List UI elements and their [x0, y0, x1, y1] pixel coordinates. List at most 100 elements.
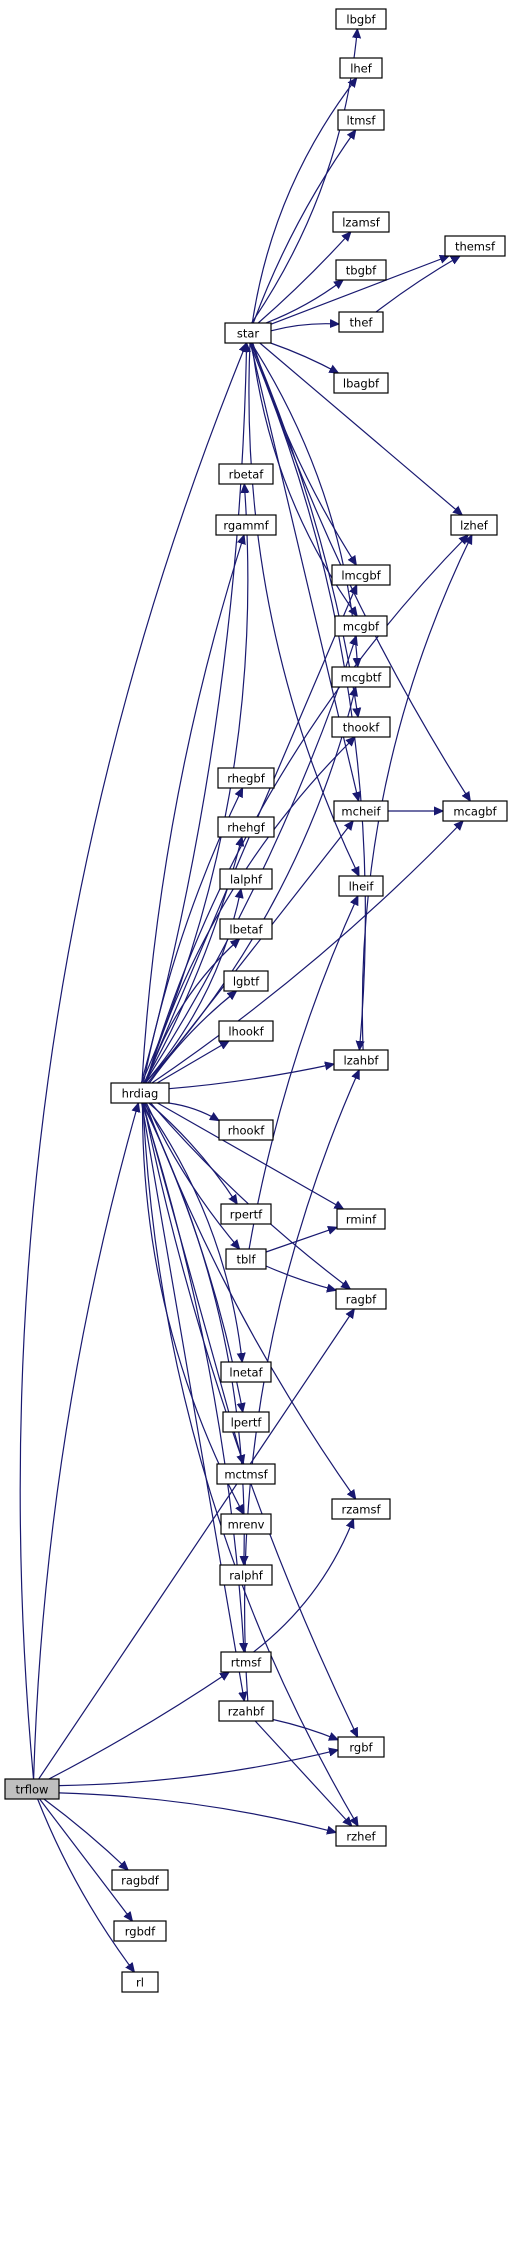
node-lheif-box	[338, 875, 384, 897]
node-tblf[interactable]: tblf	[225, 1248, 267, 1270]
node-lpertf[interactable]: lpertf	[222, 1411, 270, 1433]
node-rzahbf[interactable]: rzahbf	[218, 1700, 274, 1722]
node-lalphf[interactable]: lalphf	[219, 868, 273, 890]
node-lgbtf[interactable]: lgbtf	[223, 970, 269, 992]
edge-hrdiag-to-rgammf	[141, 535, 244, 1084]
node-rzhef-box	[335, 1825, 387, 1847]
node-ragbf[interactable]: ragbf	[335, 1288, 387, 1310]
node-lbagbf-label: lbagbf	[343, 377, 380, 391]
node-lhef-box	[339, 57, 383, 79]
node-lnetaf[interactable]: lnetaf	[220, 1361, 272, 1383]
node-rhegbf[interactable]: rhegbf	[217, 767, 275, 789]
edge-star-to-lheif	[248, 342, 360, 876]
node-tbgbf[interactable]: tbgbf	[335, 259, 387, 281]
node-lbetaf-box	[219, 918, 273, 940]
edge-trflow-to-ragbf	[38, 1309, 355, 1780]
node-mctmsf[interactable]: mctmsf	[216, 1463, 276, 1485]
node-ltmsf-box	[337, 109, 385, 131]
edge-tblf-to-ragbf	[265, 1265, 336, 1290]
node-lhookf[interactable]: lhookf	[218, 1020, 274, 1042]
node-ralphf[interactable]: ralphf	[219, 1564, 273, 1586]
node-mcheif[interactable]: mcheif	[333, 800, 389, 822]
node-rzahbf-box	[218, 1700, 274, 1722]
node-rgbdf[interactable]: rgbdf	[113, 1920, 167, 1942]
node-star-box	[224, 322, 272, 344]
node-rgammf-box	[215, 514, 277, 536]
node-themsf-box	[444, 235, 506, 257]
node-rpertf[interactable]: rpertf	[220, 1203, 272, 1225]
node-mcgbtf[interactable]: mcgbtf	[331, 666, 391, 688]
node-lzhef-box	[450, 514, 498, 536]
node-rtmsf-box	[220, 1651, 272, 1673]
node-lbagbf[interactable]: lbagbf	[333, 372, 389, 394]
edge-hrdiag-to-mcgbf	[144, 636, 357, 1084]
edge-hrdiag-to-lalphf	[144, 889, 241, 1084]
node-ragbdf-box	[111, 1869, 169, 1891]
node-mcagbf[interactable]: mcagbf	[442, 800, 508, 822]
node-lbetaf[interactable]: lbetaf	[219, 918, 273, 940]
edge-hrdiag-to-rhookf	[168, 1102, 219, 1121]
node-rminf[interactable]: rminf	[336, 1208, 386, 1230]
node-mctmsf-label: mctmsf	[224, 1468, 268, 1482]
edge-trflow-to-rl	[37, 1798, 135, 1972]
node-star[interactable]: star	[224, 322, 272, 344]
node-rgbf[interactable]: rgbf	[337, 1736, 385, 1758]
node-rhookf[interactable]: rhookf	[218, 1119, 274, 1141]
node-rl[interactable]: rl	[121, 1971, 159, 1993]
node-lzahbf[interactable]: lzahbf	[333, 1049, 389, 1071]
node-ltmsf[interactable]: ltmsf	[337, 109, 385, 131]
node-ragbdf[interactable]: ragbdf	[111, 1869, 169, 1891]
edge-hrdiag-to-tblf	[145, 1102, 239, 1249]
node-lzamsf[interactable]: lzamsf	[332, 211, 390, 233]
node-rzhef[interactable]: rzhef	[335, 1825, 387, 1847]
node-lbgbf[interactable]: lbgbf	[335, 8, 387, 30]
node-mcgbf[interactable]: mcgbf	[334, 615, 388, 637]
node-lheif[interactable]: lheif	[338, 875, 384, 897]
node-lzhef[interactable]: lzhef	[450, 514, 498, 536]
node-mrenv[interactable]: mrenv	[220, 1513, 272, 1535]
edge-star-to-lzhef	[259, 342, 462, 515]
node-lmcgbf[interactable]: lmcgbf	[331, 564, 391, 586]
node-themsf[interactable]: themsf	[444, 235, 506, 257]
node-lmcgbf-label: lmcgbf	[341, 569, 381, 583]
node-rgbf-box	[337, 1736, 385, 1758]
node-lpertf-box	[222, 1411, 270, 1433]
node-rhehgf[interactable]: rhehgf	[217, 816, 275, 838]
node-mcheif-box	[333, 800, 389, 822]
node-thef[interactable]: thef	[338, 311, 384, 333]
edge-star-to-lbagbf	[270, 342, 339, 373]
node-mcagbf-label: mcagbf	[453, 805, 497, 819]
node-tblf-box	[225, 1248, 267, 1270]
node-lbgbf-box	[335, 8, 387, 30]
node-rbetaf-label: rbetaf	[229, 468, 265, 482]
node-rgbf-label: rgbf	[349, 1741, 373, 1755]
edge-hrdiag-to-lzhef	[145, 535, 468, 1084]
node-lbetaf-label: lbetaf	[229, 923, 263, 937]
edge-hrdiag-to-lbetaf	[145, 939, 240, 1084]
node-rgammf[interactable]: rgammf	[215, 514, 277, 536]
node-rtmsf[interactable]: rtmsf	[220, 1651, 272, 1673]
edge-star-to-thookf	[250, 342, 358, 717]
node-thookf[interactable]: thookf	[331, 716, 391, 738]
node-lmcgbf-box	[331, 564, 391, 586]
edge-hrdiag-to-lhookf	[156, 1041, 229, 1084]
edge-hrdiag-to-ralphf	[141, 1102, 244, 1565]
node-rhehgf-box	[217, 816, 275, 838]
node-rzamsf[interactable]: rzamsf	[331, 1498, 391, 1520]
node-trflow[interactable]: trflow	[4, 1778, 60, 1800]
node-rbetaf[interactable]: rbetaf	[218, 463, 274, 485]
edge-star-to-ltmsf	[252, 130, 355, 324]
edge-hrdiag-to-rzhef	[142, 1102, 358, 1826]
edge-hrdiag-to-mcheif	[147, 821, 353, 1084]
node-thef-label: thef	[350, 316, 374, 330]
node-lzamsf-label: lzamsf	[342, 216, 380, 230]
node-lhef[interactable]: lhef	[339, 57, 383, 79]
node-rhookf-label: rhookf	[228, 1124, 266, 1138]
edge-trflow-to-hrdiag	[33, 1103, 139, 1780]
node-lbgbf-label: lbgbf	[346, 13, 376, 27]
edge-hrdiag-to-ragbf	[150, 1102, 351, 1289]
node-hrdiag[interactable]: hrdiag	[110, 1082, 170, 1104]
node-lpertf-label: lpertf	[231, 1416, 263, 1430]
node-rbetaf-box	[218, 463, 274, 485]
node-lhef-label: lhef	[350, 62, 373, 76]
